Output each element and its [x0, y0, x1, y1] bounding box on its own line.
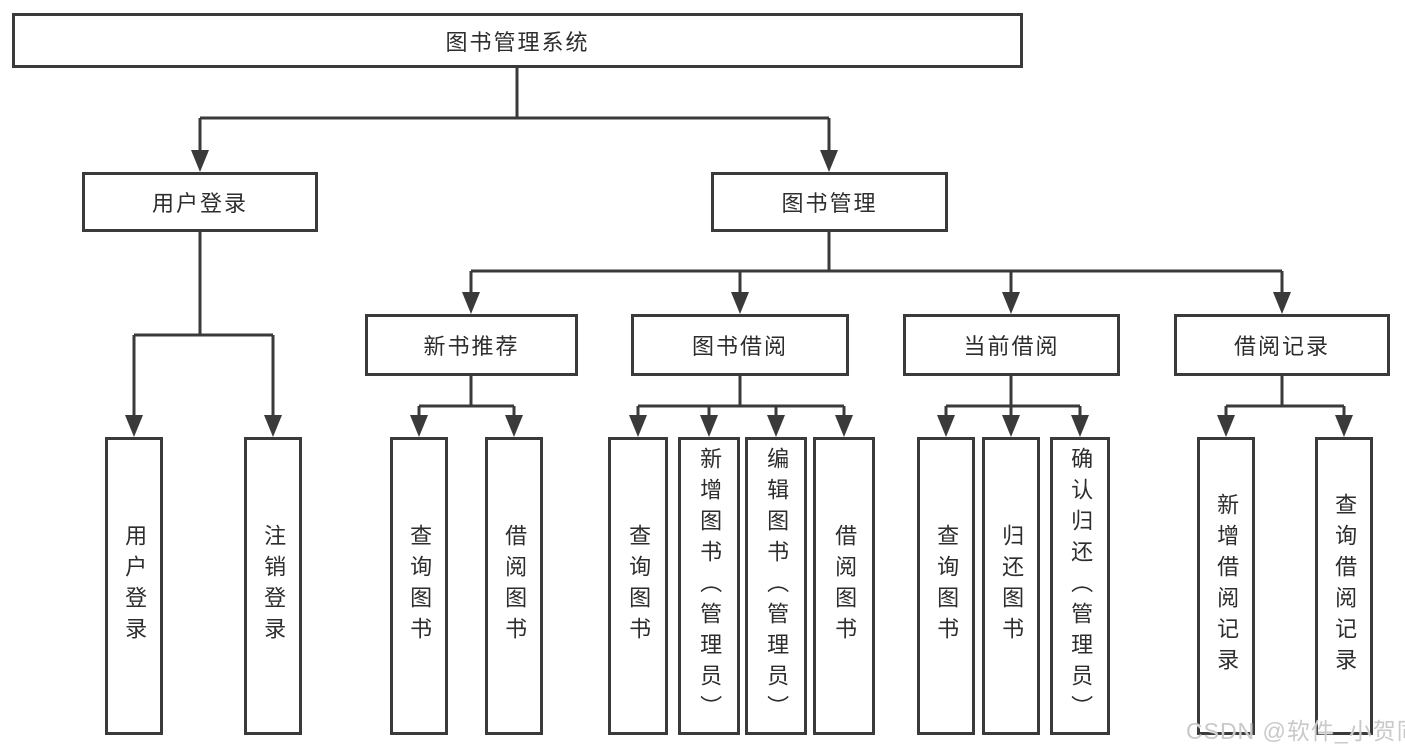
node-new-book-recommend: 新书推荐: [365, 314, 578, 376]
arrowhead-down-icon: [264, 415, 282, 437]
node-new-book-recommend-label: 新书推荐: [423, 334, 520, 359]
arrowhead-down-icon: [1273, 292, 1291, 314]
node-records-query-record-label: 查询借阅记录: [1332, 493, 1358, 679]
connector-borrowing-records-to-leaves: [1224, 376, 1346, 419]
arrowhead-down-icon: [505, 415, 523, 437]
node-current-confirm-return-label: 确认归还（管理员）: [1068, 446, 1094, 726]
arrowhead-down-icon: [1071, 415, 1089, 437]
arrowhead-down-icon: [835, 415, 853, 437]
node-borrowing-add-books: 新增图书（管理员）: [678, 437, 740, 735]
node-borrowing-query-books-label: 查询图书: [626, 524, 652, 648]
arrowhead-down-icon: [462, 292, 480, 314]
node-user-login-leaf-label: 用户登录: [122, 524, 148, 648]
node-current-borrowing-label: 当前借阅: [963, 334, 1060, 359]
node-records-add-record-label: 新增借阅记录: [1214, 493, 1240, 679]
node-current-query-books: 查询图书: [917, 437, 975, 735]
node-root: 图书管理系统: [12, 13, 1023, 68]
node-borrowing-add-books-label: 新增图书（管理员）: [697, 446, 723, 726]
arrowhead-down-icon: [700, 415, 718, 437]
node-book-management-label: 图书管理: [781, 191, 878, 216]
arrowhead-down-icon: [1335, 415, 1353, 437]
arrowhead-down-icon: [1217, 415, 1235, 437]
node-user-login: 用户登录: [82, 172, 318, 232]
node-book-borrowing: 图书借阅: [631, 314, 849, 376]
arrowhead-down-icon: [1002, 415, 1020, 437]
node-logout-leaf-label: 注销登录: [261, 524, 287, 648]
node-current-query-books-label: 查询图书: [934, 524, 960, 648]
connector-current-borrowing-to-leaves: [944, 376, 1082, 419]
node-borrowing-records-label: 借阅记录: [1233, 334, 1330, 359]
arrowhead-down-icon: [731, 292, 749, 314]
node-borrowing-edit-books: 编辑图书（管理员）: [745, 437, 807, 735]
node-recommend-query-books: 查询图书: [390, 437, 448, 735]
node-root-label: 图书管理系统: [445, 29, 590, 55]
arrowhead-down-icon: [410, 415, 428, 437]
node-current-confirm-return: 确认归还（管理员）: [1050, 437, 1110, 735]
connector-book-management-to-level3: [469, 232, 1284, 296]
node-logout-leaf: 注销登录: [244, 437, 302, 735]
node-recommend-query-books-label: 查询图书: [407, 524, 433, 648]
node-borrowing-borrow-books: 借阅图书: [813, 437, 875, 735]
node-borrowing-borrow-books-label: 借阅图书: [832, 524, 858, 648]
arrowhead-down-icon: [125, 415, 143, 437]
arrowhead-down-icon: [191, 150, 209, 172]
arrowhead-down-icon: [629, 415, 647, 437]
node-borrowing-query-books: 查询图书: [608, 437, 668, 735]
node-borrowing-records: 借阅记录: [1174, 314, 1390, 376]
csdn-watermark: CSDN @软件_小贺同学: [1186, 718, 1405, 744]
connector-new-book-recommend-to-leaves: [417, 376, 516, 419]
node-records-add-record: 新增借阅记录: [1197, 437, 1255, 735]
arrowhead-down-icon: [937, 415, 955, 437]
node-book-management: 图书管理: [711, 172, 948, 232]
node-borrowing-edit-books-label: 编辑图书（管理员）: [764, 446, 790, 726]
node-current-return-books-label: 归还图书: [999, 524, 1025, 648]
node-user-login-leaf: 用户登录: [105, 437, 163, 735]
arrowhead-down-icon: [1002, 292, 1020, 314]
connector-book-borrowing-to-leaves: [636, 376, 846, 419]
node-records-query-record: 查询借阅记录: [1315, 437, 1373, 735]
connector-user-login-to-leaves: [132, 232, 275, 419]
arrowhead-down-icon: [767, 415, 785, 437]
node-current-return-books: 归还图书: [982, 437, 1040, 735]
node-recommend-borrow-books: 借阅图书: [485, 437, 543, 735]
node-book-borrowing-label: 图书借阅: [691, 334, 788, 359]
node-recommend-borrow-books-label: 借阅图书: [502, 524, 528, 648]
node-user-login-label: 用户登录: [151, 191, 248, 216]
arrowhead-down-icon: [820, 150, 838, 172]
node-current-borrowing: 当前借阅: [903, 314, 1120, 376]
connector-root-to-level2: [198, 68, 831, 154]
